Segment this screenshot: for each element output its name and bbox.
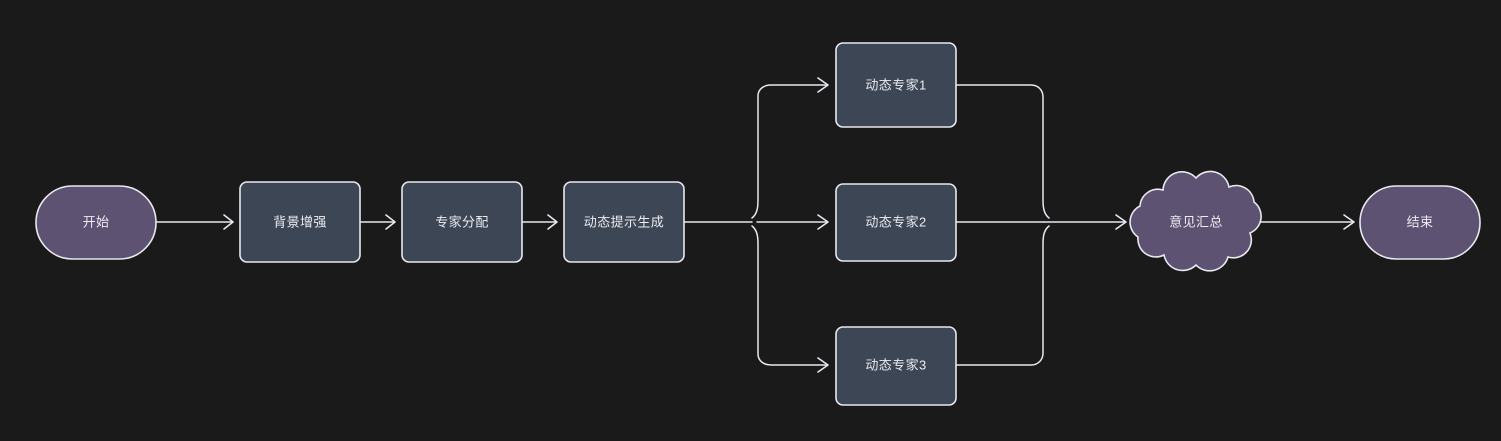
node-end-shape[interactable] <box>1359 185 1481 260</box>
node-opinion-summary-shape[interactable] <box>1129 170 1262 272</box>
edge-bg-to-assign <box>360 214 396 230</box>
edge-merge-to-summary <box>1043 214 1127 230</box>
edge-start-to-bg <box>156 214 234 230</box>
node-expert-assignment-shape[interactable] <box>401 181 523 263</box>
edge-split-to-expert3 <box>751 225 829 373</box>
edge-assign-to-prompt <box>520 214 558 230</box>
node-background-enhancement-shape[interactable] <box>239 181 361 263</box>
node-dynamic-expert-2-shape[interactable] <box>835 183 957 262</box>
edge-summary-to-end <box>1247 214 1355 230</box>
node-start[interactable]: 开始 <box>35 185 157 260</box>
node-dynamic-expert-2[interactable]: 动态专家2 <box>835 183 957 262</box>
edge-expert1-to-merge <box>956 84 1050 219</box>
node-dynamic-expert-3-shape[interactable] <box>835 326 957 406</box>
node-end[interactable]: 结束 <box>1359 185 1481 260</box>
edge-expert3-to-merge <box>956 225 1050 366</box>
node-opinion-summary[interactable]: 意见汇总 <box>1129 170 1262 272</box>
node-dynamic-prompt-generation[interactable]: 动态提示生成 <box>563 181 685 263</box>
edges-layer <box>156 77 1355 373</box>
node-dynamic-expert-3[interactable]: 动态专家3 <box>835 326 957 406</box>
node-start-shape[interactable] <box>35 185 157 260</box>
node-expert-assignment[interactable]: 专家分配 <box>401 181 523 263</box>
node-dynamic-expert-1-shape[interactable] <box>835 42 957 128</box>
node-dynamic-prompt-generation-shape[interactable] <box>563 181 685 263</box>
edge-split-to-expert2 <box>756 214 829 230</box>
node-dynamic-expert-1[interactable]: 动态专家1 <box>835 42 957 128</box>
node-background-enhancement[interactable]: 背景增强 <box>239 181 361 263</box>
edge-split-to-expert1 <box>751 77 829 219</box>
